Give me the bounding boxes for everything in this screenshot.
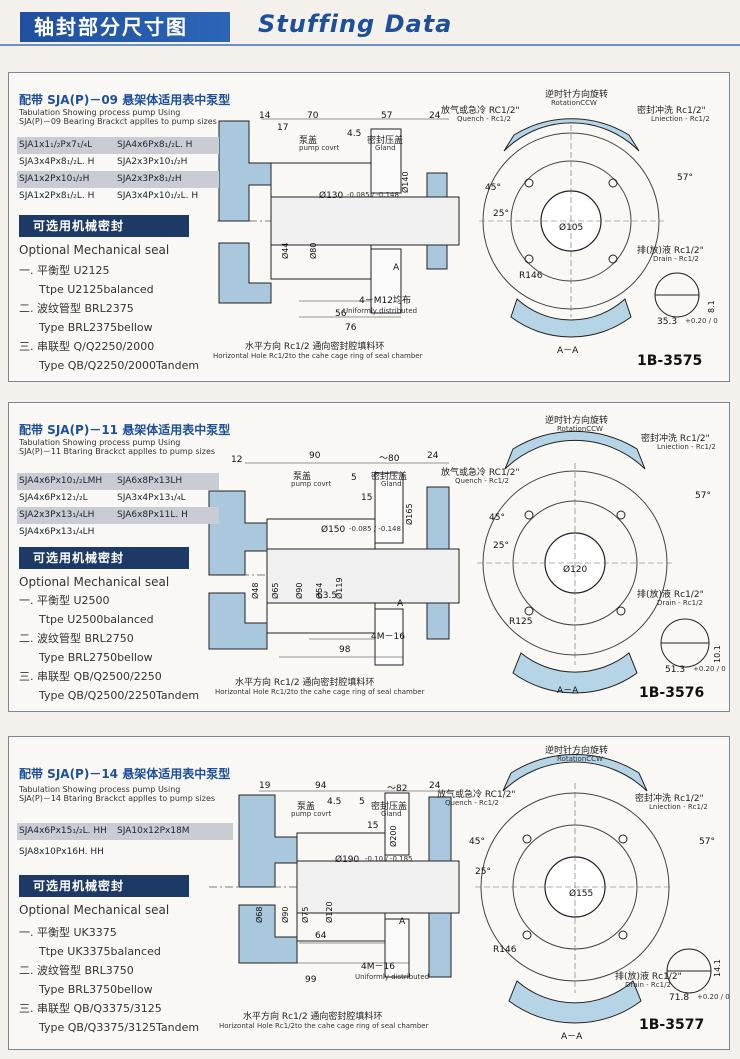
panel-subtitle: SJA(P)－11 Btaring Brackct applles to pum… [19, 447, 216, 456]
panel-subtitle: SJA(P)－14 Btaring Brackct applles to pum… [19, 794, 216, 803]
drawing-09 [217, 118, 700, 338]
section-label: A－A [557, 686, 579, 696]
panel-subtitle: SJA(P)－09 Bearing Brackct applles to pum… [19, 117, 217, 126]
caption-en: Horizontal Hole Rc1/2to the cahe cage ri… [213, 352, 423, 360]
panel-title: 配带 SJA(P)－09 悬架体适用表中泵型 [19, 93, 231, 107]
section-label: A－A [557, 346, 579, 356]
seal-options: 一. 平衡型 U2500 Ttpe U2500balanced 二. 波纹管型 … [19, 594, 200, 702]
page-title-cn: 轴封部分尺寸图 [20, 12, 230, 42]
panel-subtitle: Tabulation Showing process pump Using [19, 108, 181, 117]
caption-en: Horizontal Hole Rc1/2to the cahe cage ri… [219, 1022, 429, 1030]
panel-title: 配带 SJA(P)－11 悬架体适用表中泵型 [19, 423, 231, 437]
panel-subtitle: Tabulation Showing process pump Using [19, 785, 181, 794]
table-row: SJA4x6Px13₁/₄LH [19, 527, 95, 537]
panel-subtitle: Tabulation Showing process pump Using [19, 438, 181, 447]
optional-seal-heading: 可选用机械密封 [19, 875, 189, 897]
table-row: SJA8x10Px16H. HH [19, 847, 104, 857]
seal-list: Optional Mechanical seal [19, 243, 170, 257]
seal-list: Optional Mechanical seal [19, 903, 170, 917]
seal-options: 一. 平衡型 U2125 Ttpe U2125balanced 二. 波纹管型 … [19, 264, 200, 372]
drawing-code: 1B-3575 [637, 353, 703, 369]
optional-seal-heading: 可选用机械密封 [19, 547, 189, 569]
stuffing-panel-14: 配带 SJA(P)－14 悬架体适用表中泵型 Tabulation Showin… [8, 736, 730, 1050]
header-divider [0, 44, 740, 46]
stuffing-panel-11: 配带 SJA(P)－11 悬架体适用表中泵型 Tabulation Showin… [8, 402, 730, 712]
page-title-en: Stuffing Data [258, 10, 453, 38]
drawing-code: 1B-3577 [639, 1017, 705, 1033]
drawing-code: 1B-3576 [639, 685, 705, 701]
optional-seal-heading: 可选用机械密封 [19, 215, 189, 237]
caption-cn: 水平方向 Rc1/2 通向密封腔填料环 [235, 678, 375, 688]
section-label: A－A [561, 1032, 583, 1042]
drawing-14 [209, 754, 712, 1024]
panel-title: 配带 SJA(P)－14 悬架体适用表中泵型 [19, 767, 231, 781]
seal-list: Optional Mechanical seal [19, 575, 170, 589]
page-header: 轴封部分尺寸图 Stuffing Data [0, 0, 740, 48]
caption-en: Horizontal Hole Rc1/2to the cahe cage ri… [215, 688, 425, 696]
caption-cn: 水平方向 Rc1/2 通向密封腔填料环 [245, 342, 385, 352]
caption-cn: 水平方向 Rc1/2 通向密封腔填料环 [243, 1012, 383, 1022]
stuffing-panel-09: 配带 SJA(P)－09 悬架体适用表中泵型 Tabulation Showin… [8, 72, 730, 382]
drawing-11 [208, 430, 710, 694]
seal-options: 一. 平衡型 UK3375 Ttpe UK3375balanced 二. 波纹管… [19, 926, 200, 1034]
